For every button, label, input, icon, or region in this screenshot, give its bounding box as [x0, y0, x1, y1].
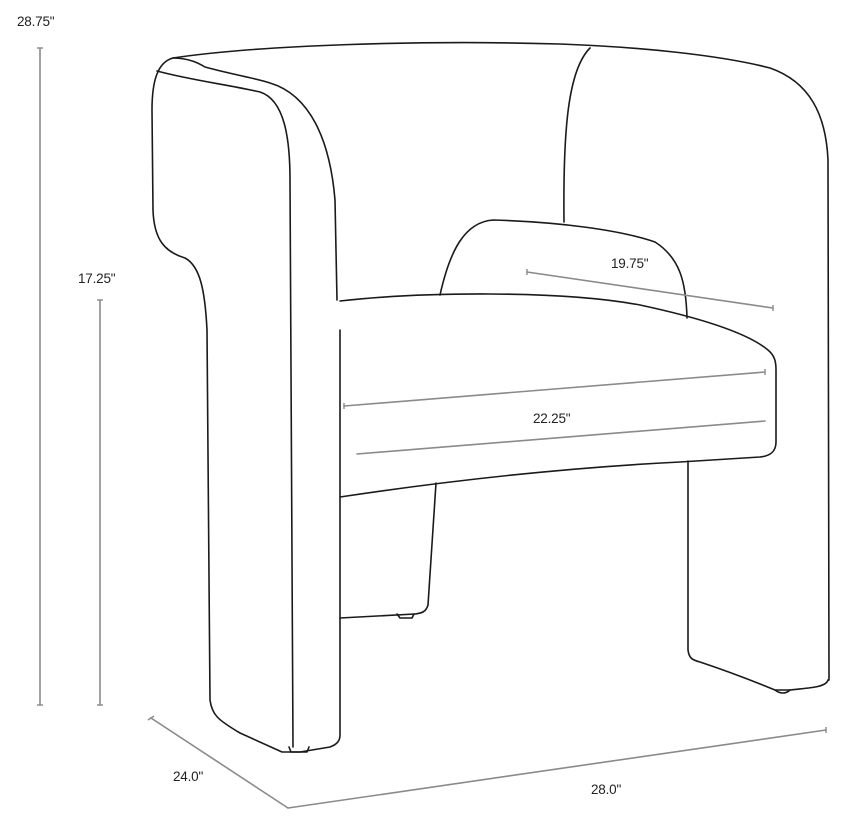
left-foot	[288, 746, 310, 753]
left-arm-top-curve	[172, 57, 338, 301]
left-arm-front-edge	[151, 57, 341, 753]
right-foot	[774, 689, 791, 694]
left-arm-inner-edge	[156, 70, 294, 748]
overall-depth-label: 24.0"	[173, 769, 204, 784]
right-leg	[687, 460, 829, 691]
seat-depth-label: 19.75"	[611, 256, 649, 271]
seat-height-label: 17.25"	[78, 271, 116, 286]
overall-width-label: 28.0"	[591, 782, 622, 797]
seat-depth-dimension-line	[526, 271, 774, 309]
seat-top-edge	[339, 293, 777, 498]
backrest-top-edge	[172, 41, 830, 681]
overall-height-label: 28.75"	[17, 14, 55, 29]
width-dimension-line	[287, 729, 827, 809]
back-cushion	[439, 219, 688, 319]
seat-front-guide-line	[356, 420, 766, 455]
seat-width-label: 22.25"	[533, 411, 571, 426]
depth-dimension-line	[150, 717, 289, 809]
dimension-lines	[37, 47, 827, 809]
front-inner-foot	[396, 613, 415, 619]
backrest-right-seam	[563, 47, 591, 223]
seat-width-dimension-line	[343, 371, 766, 407]
chair-outline	[151, 41, 830, 753]
front-inner-leg	[339, 482, 437, 619]
